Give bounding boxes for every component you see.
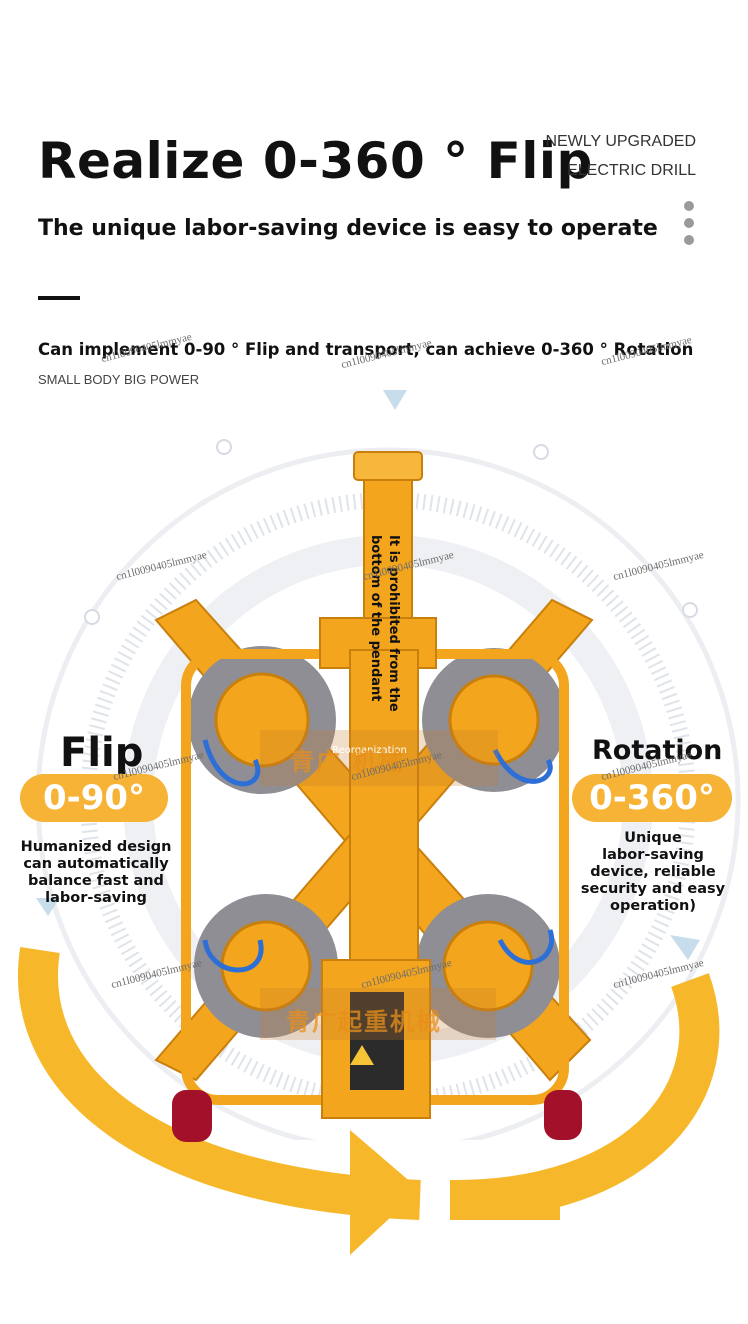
wheel-right [544,1090,582,1140]
page-title: Realize 0-360 ° Flip [38,132,593,190]
description: Can implement 0-90 ° Flip and transport,… [38,340,694,359]
overlay-label: Reorganization [332,745,407,756]
warning-text: It is prohibited from the bottom of the … [368,535,401,712]
subtitle: The unique labor-saving device is easy t… [38,216,658,241]
flip-caption: Humanized design can automatically balan… [20,839,172,906]
more-dots-icon [684,201,696,252]
flip-label: Flip [60,730,144,776]
brand-text-top: 青广 机械 [290,748,405,776]
vacuum-lifter-illustration [18,451,720,1255]
suction-cup-bottom-right [416,894,560,1038]
wheel-left [172,1090,212,1142]
rotation-caption: Unique labor-saving device, reliable sec… [580,830,726,914]
divider [38,296,80,300]
flip-range-pill: 0-90° [20,774,168,822]
brand-text-bottom: 青广起重机械 [286,1008,442,1036]
badge-line-1: NEWLY UPGRADED [545,133,696,150]
suction-cup-top-left [188,646,336,794]
badge-line-2: ELECTRIC DRILL [567,162,696,179]
rotation-range-pill: 0-360° [572,774,732,822]
suction-cup-bottom-left [194,894,338,1038]
suction-cup-top-right [422,648,566,792]
tagline: SMALL BODY BIG POWER [38,372,200,387]
rotation-label: Rotation [592,735,723,766]
